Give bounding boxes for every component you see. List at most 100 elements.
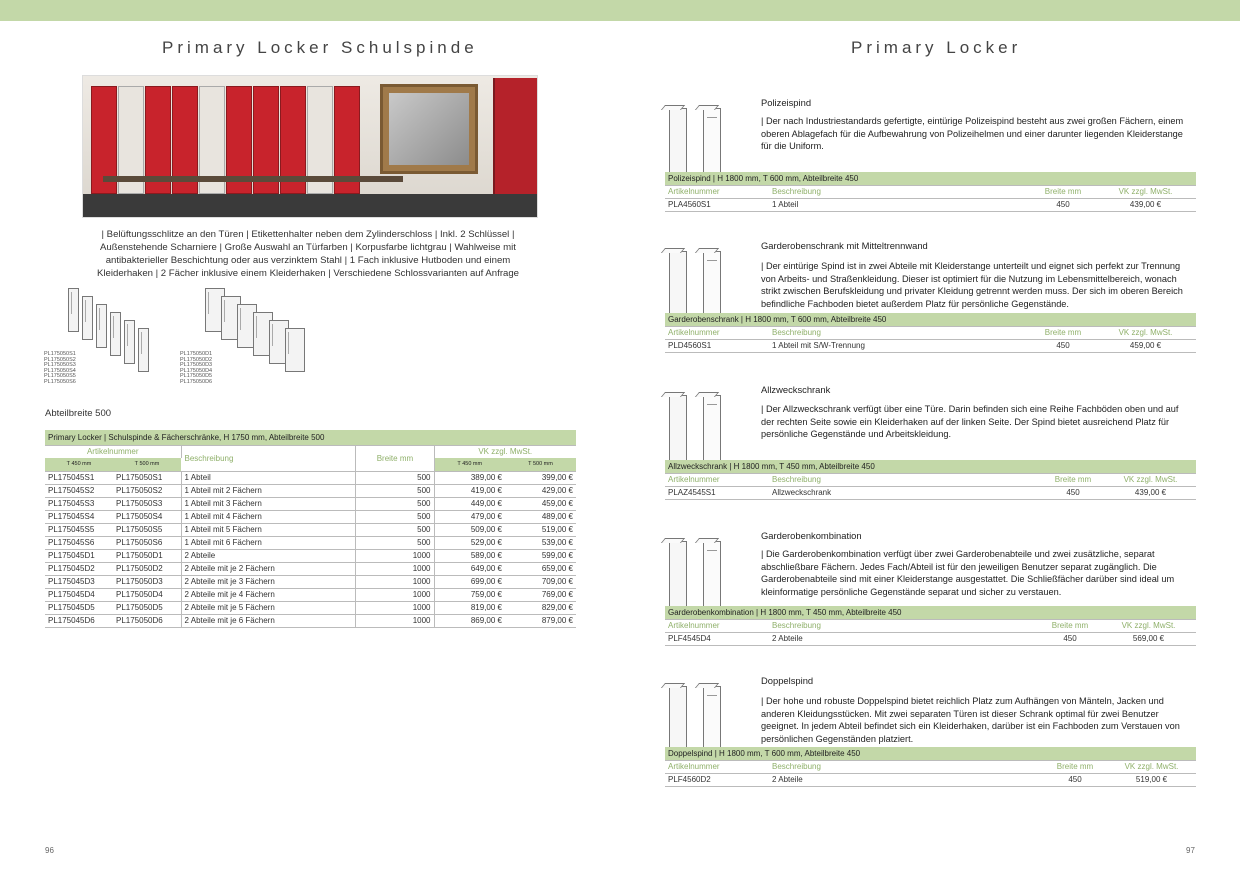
cell-beschreibung: 2 Abteile mit je 6 Fächern [181,614,357,628]
table-title: Primary Locker | Schulspinde & Fächersch… [45,430,576,446]
header-artikel: Artikelnummer [665,326,769,340]
cell-preis-t450: 449,00 € [434,497,505,511]
cell-preis-t500: 459,00 € [505,497,576,511]
header-t450: T 450 mm [45,458,113,472]
cell-preis-t450: 529,00 € [434,536,505,550]
abteilbreite-label: Abteilbreite 500 [45,408,112,419]
product-title: Garderobenkombination [761,530,862,541]
header-breite: Breite mm [1039,619,1101,633]
header-vk: VK zzgl. MwSt. [1101,619,1196,633]
locker-open-illustration [703,108,721,174]
header-beschreibung: Beschreibung [769,185,1031,199]
header-artikel: Artikelnummer [665,473,769,487]
cell-artikel-t450: PL175045S5 [45,523,113,537]
cell-artikel: PLAZ4545S1 [665,486,769,500]
header-t500: T 500 mm [113,458,181,472]
cell-breite: 1000 [355,588,435,602]
table-title: Allzweckschrank | H 1800 mm, T 450 mm, A… [665,460,1196,474]
table-title: Polizeispind | H 1800 mm, T 600 mm, Abte… [665,172,1196,186]
table-title: Doppelspind | H 1800 mm, T 600 mm, Abtei… [665,747,1196,761]
cell-breite: 500 [355,510,435,524]
cell-beschreibung: 2 Abteile [769,632,1039,646]
product-title: Doppelspind [761,675,814,686]
table-title: Garderobenkombination | H 1800 mm, T 450… [665,606,1196,620]
cell-beschreibung: Allzweckschrank [769,486,1041,500]
locker-open-illustration [703,251,721,317]
table-row: PLF4560D2 2 Abteile 450 519,00 € [665,773,1196,787]
cell-preis-t450: 389,00 € [434,471,505,485]
photo-door [493,78,537,196]
header-vk-t450: T 450 mm [434,458,505,472]
header-artikel: Artikelnummer [665,760,769,774]
cell-beschreibung: 1 Abteil mit 4 Fächern [181,510,357,524]
cell-artikel-t500: PL175050D5 [113,601,182,615]
cell-breite: 1000 [355,601,435,615]
cell-breite: 450 [1031,339,1095,353]
left-page-title: Primary Locker Schulspinde [162,38,478,57]
cell-preis-t500: 519,00 € [505,523,576,537]
cell-artikel-t500: PL175050S2 [113,484,182,498]
header-breite: Breite mm [1031,326,1095,340]
schulspinde-price-table: Primary Locker | Schulspinde & Fächersch… [45,430,576,628]
cell-breite: 500 [355,536,435,550]
cell-artikel: PLD4560S1 [665,339,769,353]
cell-artikel-t450: PL175045D4 [45,588,113,602]
cell-beschreibung: 2 Abteile mit je 3 Fächern [181,575,357,589]
product-description: | Die Garderobenkombination verfügt über… [761,549,1175,597]
product-title: Polizeispind [761,97,812,108]
header-vk: VK zzgl. MwSt. [1095,185,1196,199]
cell-breite: 500 [355,497,435,511]
cell-preis-t450: 649,00 € [434,562,505,576]
product-price-table: Polizeispind | H 1800 mm, T 600 mm, Abte… [665,172,1196,212]
product-price-table: Allzweckschrank | H 1800 mm, T 450 mm, A… [665,460,1196,500]
cell-preis-t500: 709,00 € [505,575,576,589]
product-price-table: Doppelspind | H 1800 mm, T 600 mm, Abtei… [665,747,1196,787]
locker-open-illustration [703,541,721,607]
cell-artikel-t450: PL175045D1 [45,549,113,563]
locker-closed-illustration [669,541,687,607]
product-description: | Der nach Industriestandards gefertigte… [761,116,1184,151]
locker-open-illustration [703,395,721,461]
header-vk: VK zzgl. MwSt. [1107,760,1196,774]
cell-artikel-t500: PL175050S4 [113,510,182,524]
cell-breite: 450 [1031,198,1095,212]
cell-beschreibung: 1 Abteil mit S/W-Trennung [769,339,1031,353]
intro-text: | Belüftungsschlitze an den Türen | Etik… [96,229,520,279]
cell-beschreibung: 2 Abteile [181,549,357,563]
cell-artikel-t450: PL175045S6 [45,536,113,550]
locker-closed-illustration [669,251,687,317]
cell-breite: 500 [355,523,435,537]
cell-artikel-t500: PL175050S3 [113,497,182,511]
cell-preis-t500: 539,00 € [505,536,576,550]
photo-window [380,84,478,174]
locker-open-illustration [703,686,721,752]
cell-artikel-t500: PL175050D1 [113,549,182,563]
locker-closed-illustration [669,395,687,461]
cell-preis: 439,00 € [1105,486,1196,500]
cell-preis-t500: 489,00 € [505,510,576,524]
cell-breite: 450 [1041,486,1105,500]
cell-artikel-t450: PL175045S4 [45,510,113,524]
header-breite: Breite mm [1031,185,1095,199]
product-description: | Der eintürige Spind ist in zwei Abteil… [761,261,1183,309]
header-beschreibung: Beschreibung [181,445,357,472]
cell-artikel-t500: PL175050S6 [113,536,182,550]
cell-preis: 569,00 € [1101,632,1196,646]
cell-artikel-t450: PL175045D6 [45,614,113,628]
locker-room-photo [82,75,538,218]
left-page-number: 96 [45,846,54,855]
cell-artikel-t450: PL175045S1 [45,471,113,485]
cell-artikel: PLA4560S1 [665,198,769,212]
product-title: Allzweckschrank [761,384,831,395]
cell-artikel-t450: PL175045D2 [45,562,113,576]
header-breite: Breite mm [1041,473,1105,487]
header-vk: VK zzgl. MwSt. [434,445,576,458]
top-color-band [0,0,1240,21]
